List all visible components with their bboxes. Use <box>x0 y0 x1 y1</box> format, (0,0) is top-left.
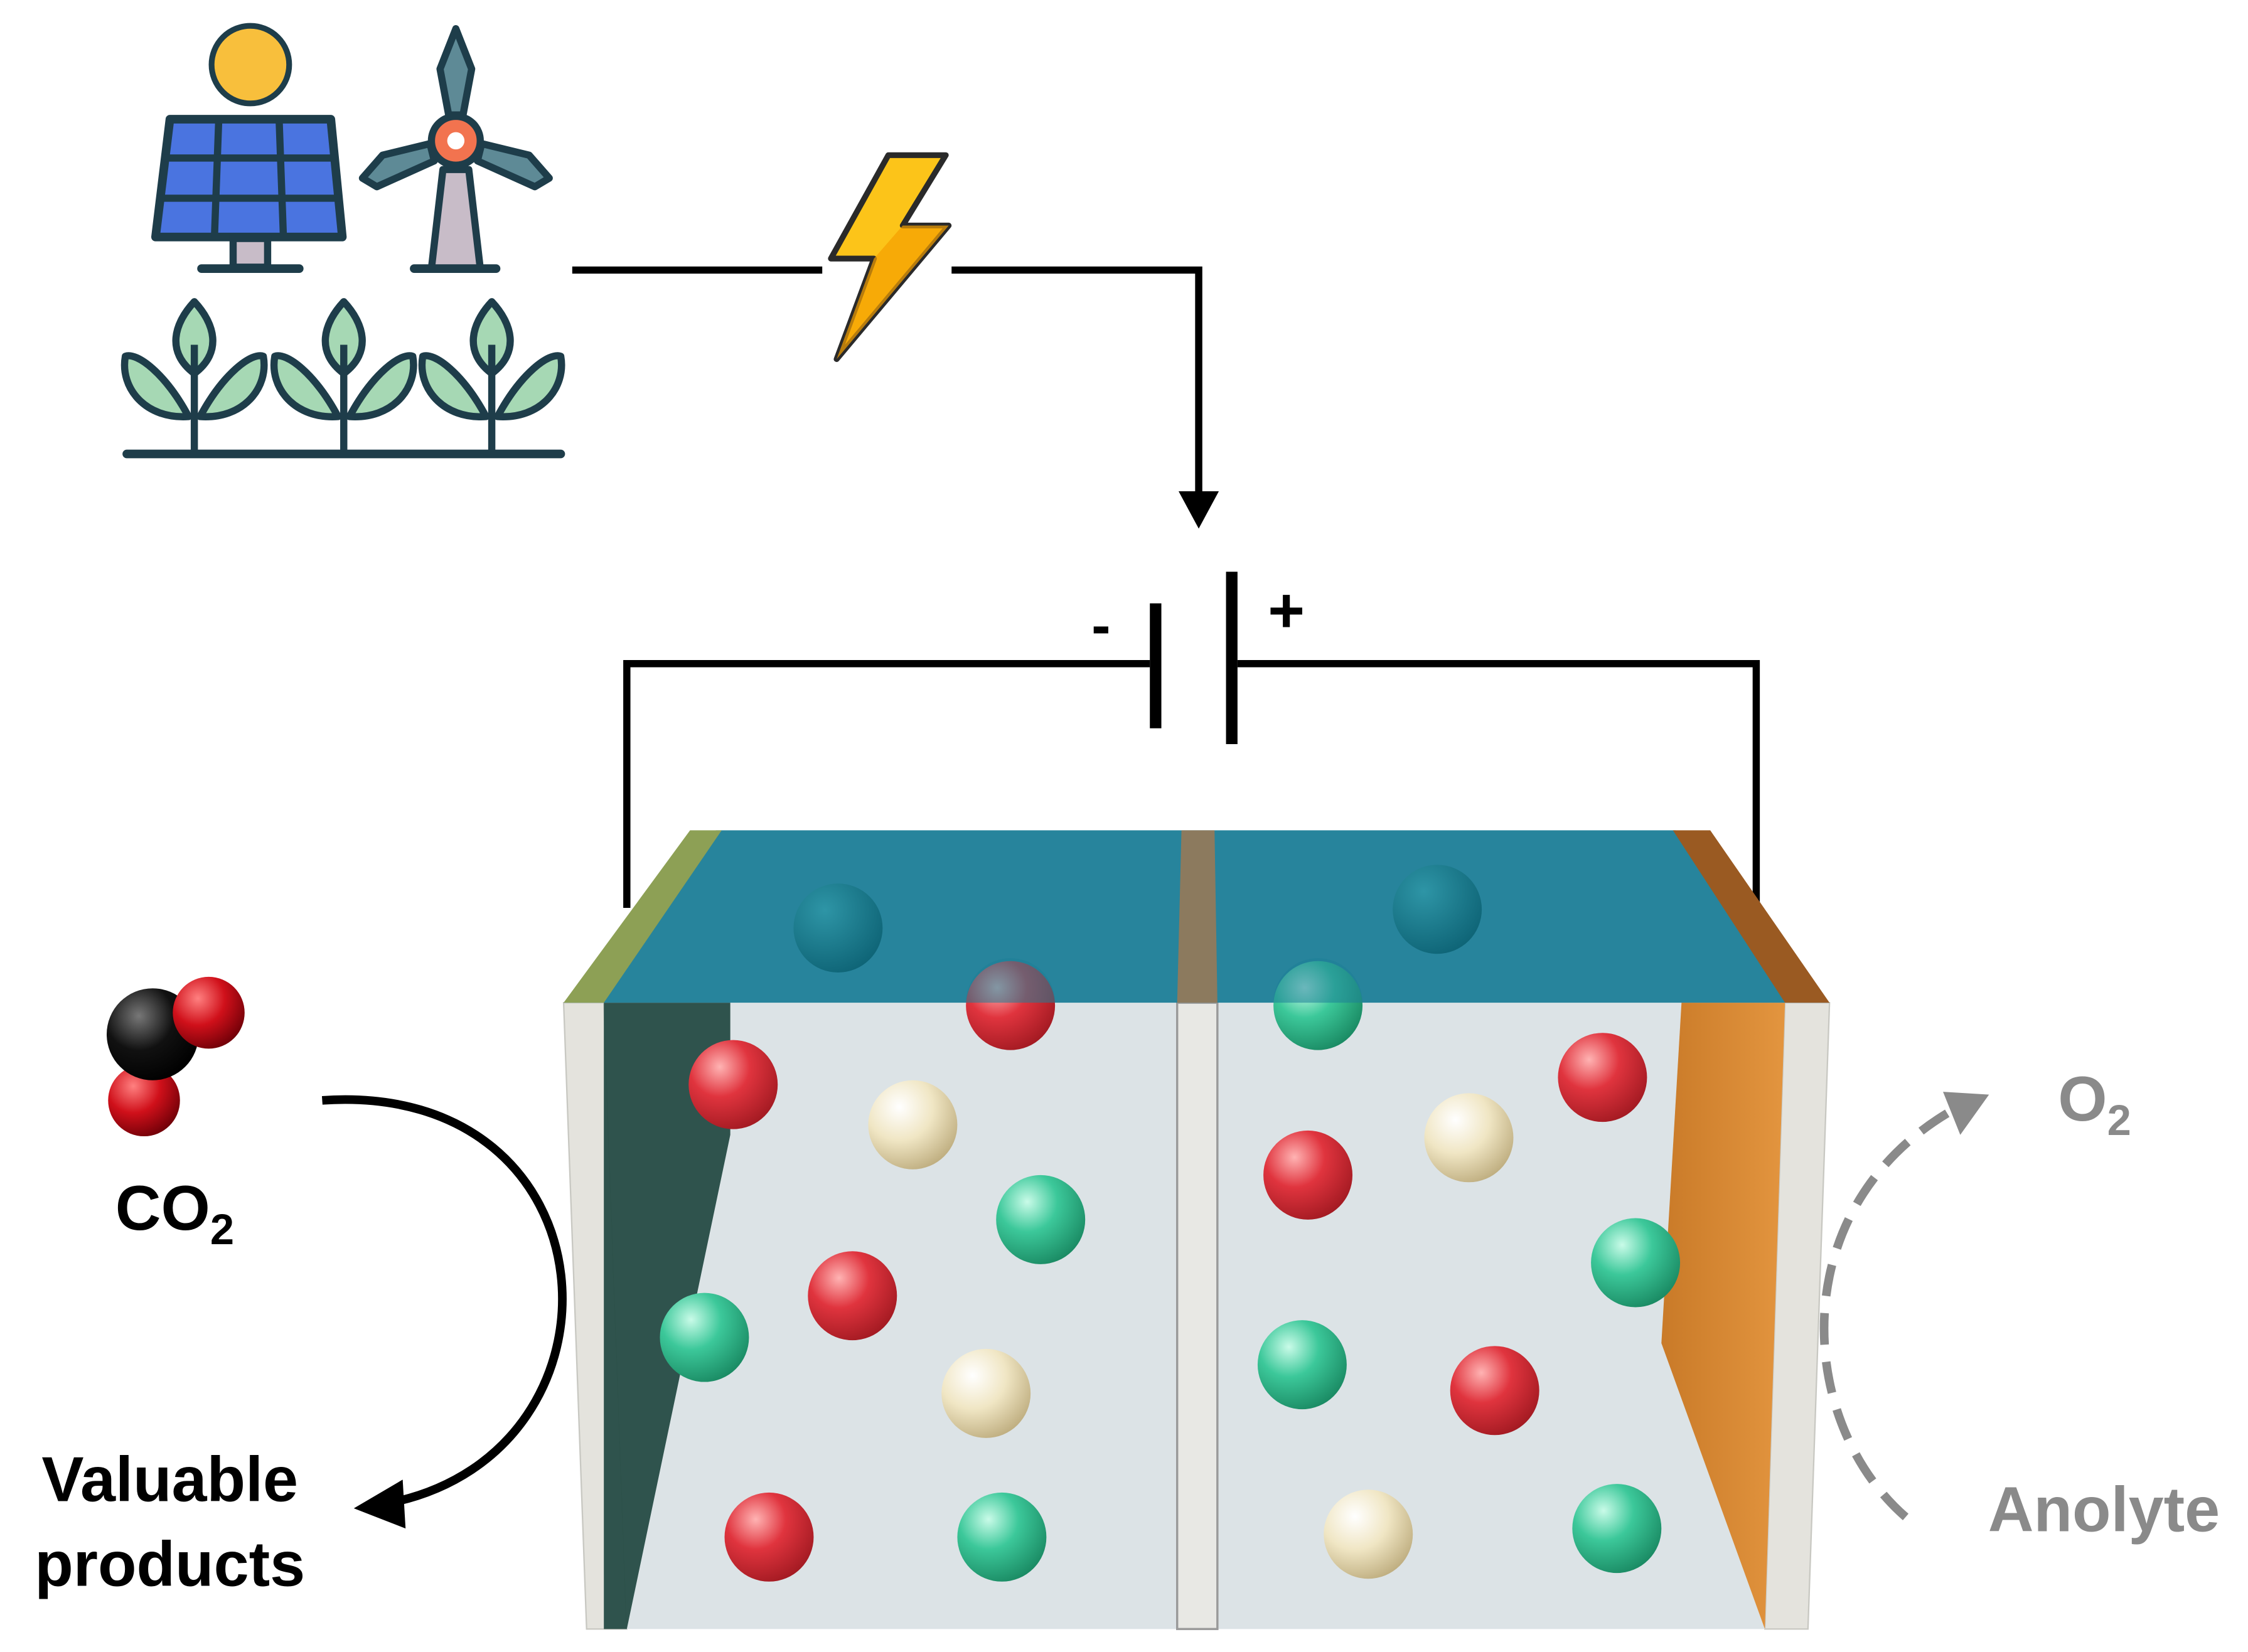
ion-red <box>724 1492 814 1582</box>
electrochemical-cell <box>562 830 1831 1631</box>
products-label-line1: Valuable <box>41 1445 298 1515</box>
ion-green <box>660 1292 749 1382</box>
o2-subscript: 2 <box>2107 1096 2131 1144</box>
ion-cream <box>941 1348 1031 1438</box>
solar-panel-icon <box>151 23 347 274</box>
plant-icon <box>270 298 417 451</box>
ion-green <box>1572 1484 1662 1574</box>
ion-cream <box>1324 1489 1413 1579</box>
ion-red <box>1558 1033 1647 1122</box>
anolyte-chamber <box>1217 1003 1785 1629</box>
battery-symbol <box>623 572 1760 909</box>
ion-red <box>1450 1346 1539 1436</box>
ion-teal <box>793 883 883 973</box>
products-label-line2: products <box>35 1530 305 1600</box>
ions <box>660 865 1681 1582</box>
ion-green <box>1591 1218 1681 1308</box>
o2-label: O <box>2058 1064 2107 1134</box>
cathode-top <box>564 830 722 1003</box>
wind-turbine-icon <box>358 25 553 274</box>
svg-text:O2: O2 <box>2058 1064 2131 1144</box>
plant-icon <box>418 298 565 451</box>
plants-row <box>120 298 565 459</box>
reduction-arrowhead <box>353 1479 406 1529</box>
co2-subscript: 2 <box>210 1205 234 1254</box>
ion-green <box>1257 1320 1347 1410</box>
oxygen-arrowhead <box>1943 1092 1989 1135</box>
membrane-front <box>1175 1001 1219 1631</box>
power-line <box>572 266 1219 529</box>
ion-cream <box>868 1080 958 1170</box>
anode-top <box>1673 830 1830 1003</box>
ion-cream <box>1424 1093 1514 1183</box>
plant-icon <box>120 298 268 451</box>
minus-label: - <box>1091 594 1111 658</box>
membrane-top <box>1177 830 1218 1003</box>
ion-green <box>957 1492 1047 1582</box>
lightning-bolt-icon <box>828 152 952 362</box>
co2-label: CO <box>115 1173 210 1244</box>
co2-molecule-icon <box>106 976 245 1137</box>
ion-red <box>808 1251 897 1341</box>
ion-teal <box>1393 865 1482 954</box>
ion-green <box>996 1175 1086 1264</box>
ion-red <box>1263 1130 1353 1220</box>
svg-text:CO2: CO2 <box>115 1173 234 1254</box>
ion-red <box>688 1040 778 1129</box>
anolyte-label: Anolyte <box>1988 1475 2220 1545</box>
reduction-arrow <box>321 1095 567 1507</box>
anode-electrode <box>1661 1003 1785 1629</box>
oxygen-evolution-arrow <box>1819 1105 1957 1520</box>
plus-label: + <box>1268 575 1305 646</box>
